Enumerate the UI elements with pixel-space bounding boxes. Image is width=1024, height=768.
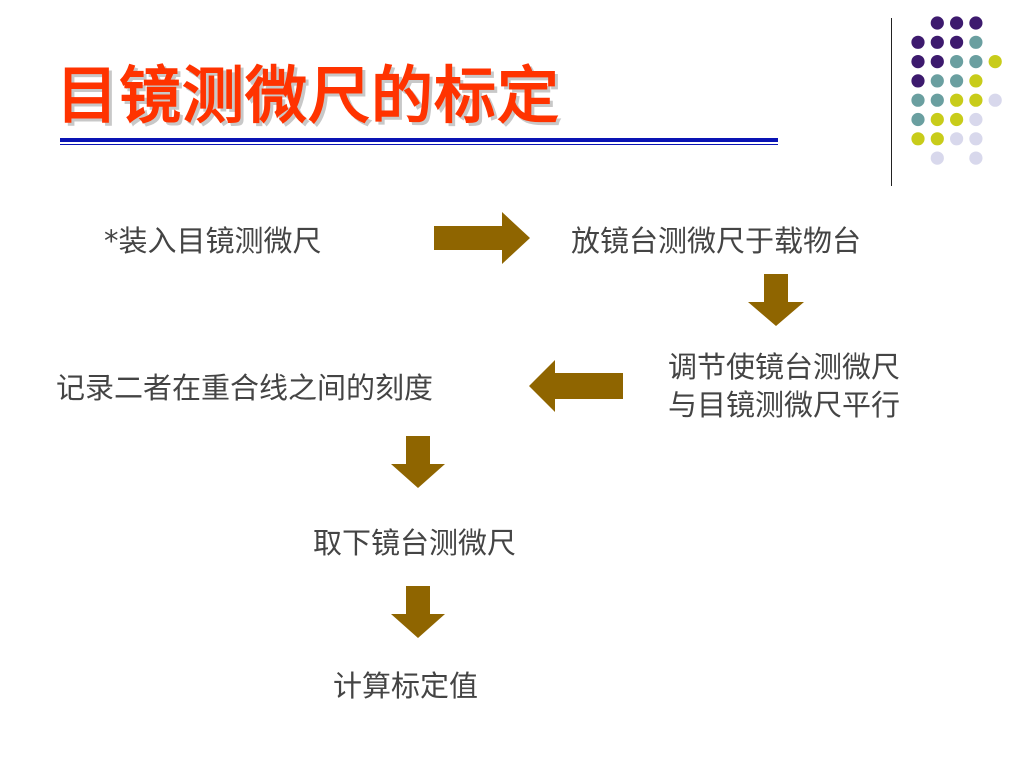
dot xyxy=(969,16,983,30)
dot xyxy=(930,35,944,49)
dot xyxy=(950,112,964,127)
dot xyxy=(950,35,964,49)
slide-title: 目镜测微尺的标定 xyxy=(56,59,561,132)
dot xyxy=(930,93,944,107)
dot xyxy=(911,132,925,146)
dot xyxy=(969,112,983,127)
dot xyxy=(988,93,1002,107)
dot xyxy=(911,74,925,88)
dot xyxy=(969,55,983,69)
dot xyxy=(969,35,983,49)
title-underline xyxy=(60,138,778,142)
step-insert-eyepiece-micrometer: *装入目镜测微尺 xyxy=(104,224,322,258)
title-underline-thin xyxy=(60,144,778,145)
dot xyxy=(969,151,983,165)
arrow-left-icon xyxy=(529,360,623,412)
step-align-micrometers: 调节使镜台测微尺 与目镜测微尺平行 xyxy=(668,348,900,424)
arrow-down-icon xyxy=(391,436,445,488)
dot xyxy=(969,93,983,107)
dot xyxy=(930,132,944,146)
arrow-down-icon xyxy=(748,274,804,326)
step-remove-stage-micrometer: 取下镜台测微尺 xyxy=(313,526,517,560)
step-align-line-2: 与目镜测微尺平行 xyxy=(668,388,901,422)
dot xyxy=(969,74,983,88)
dot xyxy=(911,55,925,69)
step-calculate-value: 计算标定值 xyxy=(333,669,479,703)
dot xyxy=(969,132,983,146)
dot xyxy=(930,55,944,69)
step-place-stage-micrometer: 放镜台测微尺于载物台 xyxy=(571,224,862,258)
dot xyxy=(950,16,964,30)
arrow-right-icon xyxy=(434,212,530,264)
dot xyxy=(911,35,925,49)
dot xyxy=(930,16,944,30)
dot xyxy=(911,112,925,127)
dot xyxy=(950,74,964,88)
arrow-down-icon xyxy=(391,586,445,638)
dot xyxy=(950,55,964,69)
dot xyxy=(950,93,964,107)
dot xyxy=(950,132,964,146)
dot xyxy=(988,55,1002,69)
step-record-scale: 记录二者在重合线之间的刻度 xyxy=(56,371,434,405)
dot-grid-icon xyxy=(911,16,1002,165)
dot xyxy=(930,74,944,88)
dot xyxy=(911,93,925,107)
dot xyxy=(930,112,944,127)
vertical-divider xyxy=(891,18,892,186)
dot xyxy=(930,151,944,165)
step-align-line-1: 调节使镜台测微尺 xyxy=(668,350,901,384)
